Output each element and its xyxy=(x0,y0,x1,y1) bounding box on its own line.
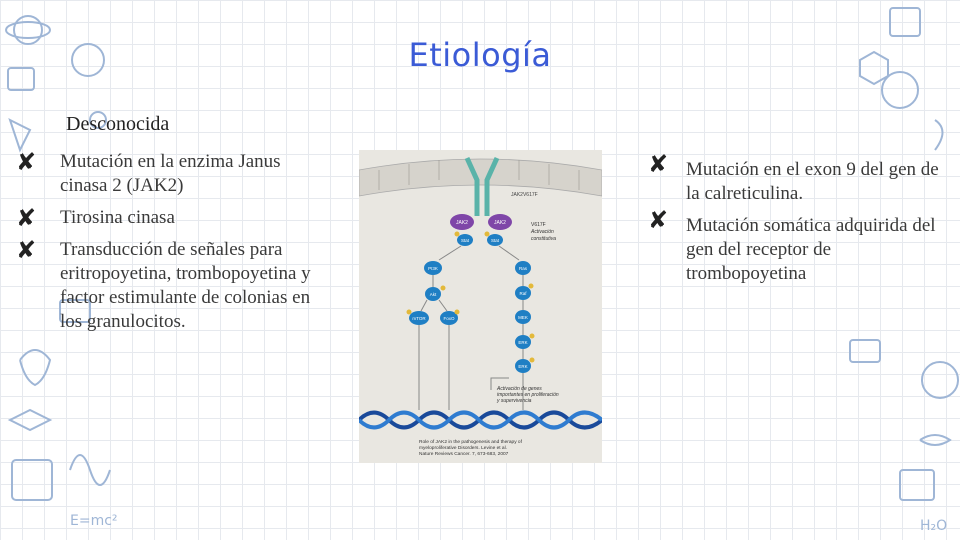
genes-label-3: y supervivencia xyxy=(496,398,532,404)
erk-label-2: ERK xyxy=(518,364,527,369)
list-item: ✘Mutación somática adquirida del gen del… xyxy=(648,206,936,284)
atom-icon xyxy=(13,15,43,45)
activation-label-2: constitutiva xyxy=(531,236,556,242)
cross-mark-icon: ✘ xyxy=(16,148,37,176)
ras-node xyxy=(515,261,531,275)
caption-line-2: myeloproliferative Disorders. Levine et … xyxy=(419,445,507,451)
jak2-node-left xyxy=(450,214,474,230)
raf-label: Raf xyxy=(519,291,527,296)
genes-label-2: importantes en proliferación xyxy=(497,392,559,398)
akt-label: Akt xyxy=(430,292,437,297)
foxo-label: FoxO xyxy=(443,316,455,321)
mek-node xyxy=(515,310,531,324)
list-item: ✘Transducción de señales para eritropoye… xyxy=(16,236,311,332)
molecule-icon xyxy=(7,408,53,432)
akt-node xyxy=(425,287,441,301)
jak2-node-right xyxy=(488,214,512,230)
pi3k-label: PI3K xyxy=(428,266,438,271)
raf-node xyxy=(515,286,531,300)
left-bullet-list: ✘Mutación en la enzima Janus cinasa 2 (J… xyxy=(16,148,320,342)
jak2-left-label: JAK2 xyxy=(456,220,468,226)
stat-right-label: Stat xyxy=(491,238,500,243)
science-doodles-left: E=mc² xyxy=(5,15,118,529)
clock-icon xyxy=(881,71,919,109)
receptor-icon xyxy=(464,156,500,216)
cross-mark-icon: ✘ xyxy=(16,236,37,264)
svg-text:H₂O: H₂O xyxy=(920,518,947,534)
erk-node-1 xyxy=(515,335,531,349)
dna-icon xyxy=(359,410,602,430)
science-doodles-right: H₂O xyxy=(849,7,959,534)
calculator-icon xyxy=(889,7,921,37)
foxo-node xyxy=(440,311,458,325)
ras-label: Ras xyxy=(519,266,528,271)
caption-line-3: Nature Reviews Cancer. 7, 673-683, 2007 xyxy=(419,451,509,457)
receptor-label: JAK2V617F xyxy=(511,192,538,198)
slide-title: Etiología xyxy=(408,36,552,74)
svg-text:E=mc²: E=mc² xyxy=(70,513,118,529)
abacus-icon xyxy=(11,459,53,501)
lightbulb-icon xyxy=(19,349,52,387)
mek-label: MEK xyxy=(518,315,528,320)
pi3k-node xyxy=(424,261,442,275)
cross-mark-icon: ✘ xyxy=(648,206,669,234)
genes-label-1: Activación de genes xyxy=(496,386,542,392)
flask-icon xyxy=(8,118,32,153)
right-bullet-list: ✘Mutación en el exon 9 del gen de la cal… xyxy=(648,150,944,294)
stat-left-label: Stat xyxy=(461,238,470,243)
list-item: ✘Mutación en la enzima Janus cinasa 2 (J… xyxy=(16,148,281,196)
magnet-icon xyxy=(934,119,944,151)
jak2-right-label: JAK2 xyxy=(494,220,506,226)
subtitle: Desconocida xyxy=(66,113,170,135)
jak2-pathway-figure: JAK2V617F JAK2 JAK2 V617F Activación con… xyxy=(359,150,602,463)
stat-node-left xyxy=(457,234,473,246)
list-item: ✘Mutación en el exon 9 del gen de la cal… xyxy=(648,150,939,204)
mtor-label: mTOR xyxy=(412,316,426,321)
erk-node-2 xyxy=(515,359,531,373)
cross-mark-icon: ✘ xyxy=(16,204,37,232)
globe-icon xyxy=(71,43,105,77)
sqrt-icon xyxy=(7,67,35,91)
caption-line-1: Role of JAK2 in the pathogenesis and the… xyxy=(419,439,523,445)
cell-membrane xyxy=(359,158,602,197)
stat-node-right xyxy=(487,234,503,246)
hexagon-molecule-icon xyxy=(859,50,889,86)
mutation-label: V617F xyxy=(531,222,546,228)
list-item: ✘Tirosina cinasa xyxy=(16,204,175,232)
erk-label-1: ERK xyxy=(518,340,527,345)
mtor-node xyxy=(409,311,429,325)
cross-mark-icon: ✘ xyxy=(648,150,669,178)
globe-icon xyxy=(921,361,959,399)
activation-label-1: Activación xyxy=(530,229,554,235)
